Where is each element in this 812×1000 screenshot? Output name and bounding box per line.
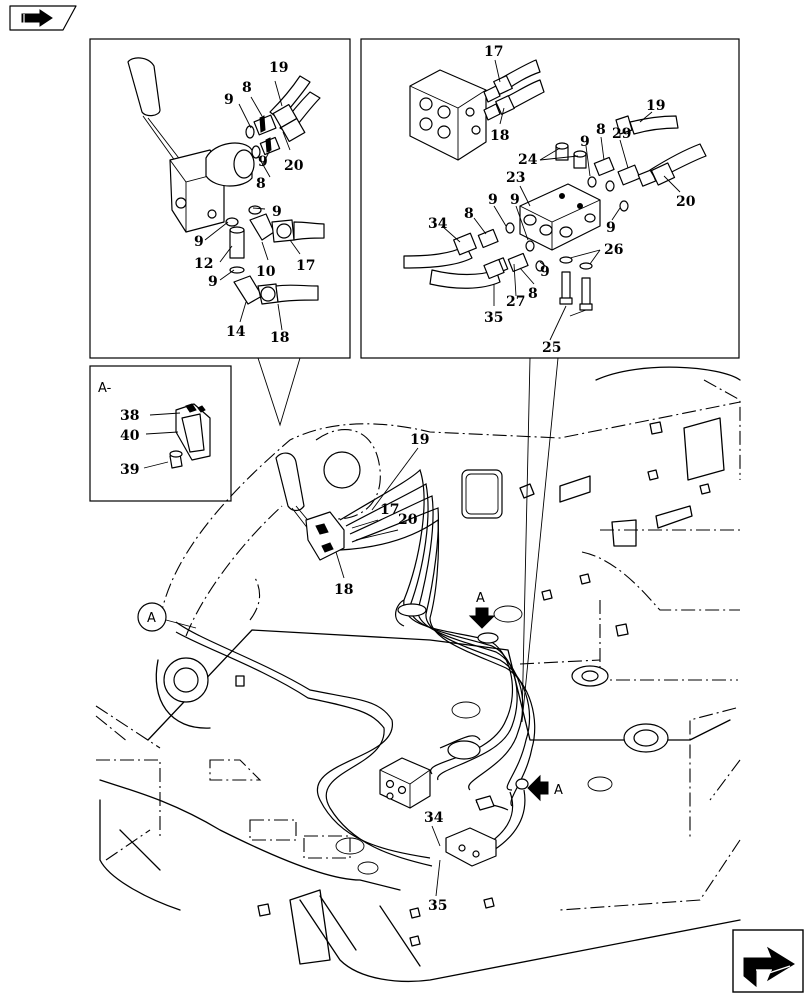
callout-8: 8: [596, 122, 606, 138]
callout-27: 27: [506, 294, 525, 310]
section-arrow-top: [468, 607, 496, 629]
callout-25: 25: [542, 340, 561, 356]
callout-9: 9: [488, 192, 498, 208]
callout-34: 34: [424, 810, 444, 826]
callout-leaders-top-right: [441, 59, 681, 341]
callout-9: 9: [258, 154, 268, 170]
callouts-top-right: 17 18 19 8 29 9 24 23 20 9 9 34 8 9 26 9…: [428, 44, 696, 356]
callout-38: 38: [120, 408, 139, 424]
callout-18: 18: [490, 128, 509, 144]
book-arrow-icon[interactable]: [9, 5, 77, 31]
callout-17: 17: [380, 502, 399, 518]
callout-17: 17: [296, 258, 315, 274]
manifold-block-23: [403, 115, 707, 311]
callout-9: 9: [272, 204, 282, 220]
section-label-top: A: [476, 591, 485, 606]
callout-24: 24: [518, 152, 538, 168]
callouts-main: 19 17 20 18 34 35 A A A: [147, 432, 563, 914]
inset-title: A-: [98, 381, 112, 396]
callout-9: 9: [580, 134, 590, 150]
callouts-top-left: 19 9 8 20 8 9 9 9 12 10 17 9 14 18: [194, 60, 315, 346]
fitting-8-upper: [253, 114, 277, 136]
section-arrow-right: [527, 774, 549, 802]
callouts-inset: A- 38 40 39: [98, 381, 140, 478]
callout-29: 29: [612, 126, 631, 142]
callout-leaders-top-left: [204, 80, 301, 331]
callout-19: 19: [410, 432, 429, 448]
control-valve-block: [409, 59, 545, 161]
frame-leader-left: [257, 357, 301, 427]
navigation-arrow-icon[interactable]: [732, 929, 804, 993]
callout-9: 9: [510, 192, 520, 208]
callout-18: 18: [334, 582, 353, 598]
callout-8: 8: [242, 80, 252, 96]
callout-leaders-inset: [143, 412, 181, 469]
callout-20: 20: [284, 158, 304, 174]
section-label-right: A: [554, 783, 563, 798]
callout-9: 9: [224, 92, 234, 108]
callout-20: 20: [676, 194, 696, 210]
callout-14: 14: [226, 324, 246, 340]
callout-26: 26: [604, 242, 623, 258]
callout-39: 39: [120, 462, 139, 478]
callout-35: 35: [428, 898, 447, 914]
hose-bundle: [175, 468, 536, 867]
hose-bundle-clamps: [397, 603, 529, 790]
control-lever-in-machine: [275, 452, 345, 561]
callout-8: 8: [256, 176, 266, 192]
lever-valve-assembly: [127, 57, 325, 305]
callout-40: 40: [120, 428, 140, 444]
control-valve-in-machine: [379, 757, 431, 809]
callout-19: 19: [646, 98, 665, 114]
frame-leader-right: [521, 357, 559, 723]
callout-12: 12: [194, 256, 213, 272]
callout-20: 20: [398, 512, 418, 528]
fitting-8-lower: [259, 136, 281, 156]
callout-34: 34: [428, 216, 448, 232]
callout-23: 23: [506, 170, 525, 186]
callout-10: 10: [256, 264, 276, 280]
callout-9: 9: [540, 264, 550, 280]
upper-structure-frame: [95, 366, 741, 983]
callout-19: 19: [269, 60, 288, 76]
callout-9: 9: [208, 274, 218, 290]
callout-8: 8: [528, 286, 538, 302]
callout-9: 9: [194, 234, 204, 250]
manifold-in-machine: [445, 795, 497, 867]
callout-18: 18: [270, 330, 289, 346]
callout-35: 35: [484, 310, 503, 326]
section-marker-label: A: [147, 611, 156, 626]
callout-8: 8: [464, 206, 474, 222]
callout-9: 9: [606, 220, 616, 236]
section-marker: [137, 602, 197, 632]
callout-17: 17: [484, 44, 503, 60]
callout-leaders-main: [335, 447, 441, 897]
